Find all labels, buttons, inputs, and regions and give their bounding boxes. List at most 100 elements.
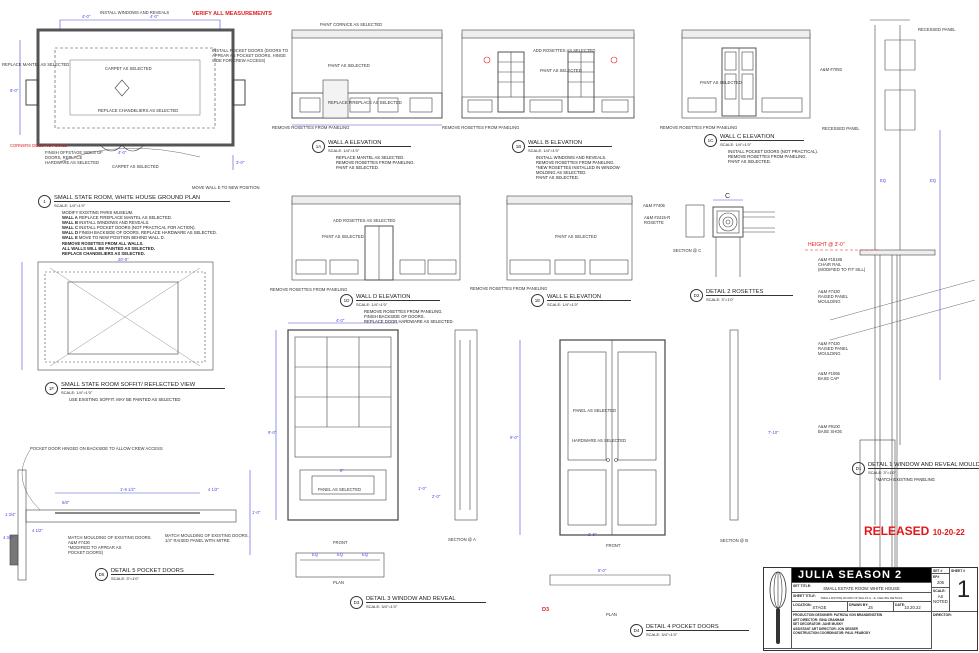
hardware-label: HARDWARE AS SELECTED bbox=[572, 438, 627, 443]
dimension: 1 3/4" bbox=[5, 512, 16, 517]
dimension: 7'-10" bbox=[768, 430, 779, 435]
view-number-badge: 1F bbox=[45, 382, 58, 395]
add-rosettes-label: ADD ROSETTES AS SELECTED bbox=[333, 218, 396, 223]
view-notes: INSTALL POCKET DOORS (NOT PRACTICAL).REM… bbox=[728, 149, 818, 164]
moulding-part-label: A&M #7093 bbox=[820, 67, 842, 72]
view-title: DETAIL 2 ROSETTES bbox=[706, 289, 794, 296]
view-title: WALL A ELEVATION bbox=[328, 140, 412, 147]
episode-value: 206 bbox=[937, 580, 944, 585]
view-title: DETAIL 3 WINDOW AND REVEAL bbox=[366, 596, 486, 603]
view-note: REMOVE ROSETTES FROM PANELING. bbox=[728, 154, 807, 160]
view-scale: SCALE: 3/4"=1'0" bbox=[366, 604, 398, 609]
plan-move-note: MOVE WALL E TO NEW POSITION bbox=[192, 185, 260, 190]
released-label: RELEASED bbox=[864, 524, 930, 538]
pocket-door-detail-drawing bbox=[519, 329, 739, 586]
dimension: 1'-9 1/2" bbox=[120, 487, 136, 492]
height-marker: HEIGHT @ 3'-0" bbox=[808, 242, 845, 248]
view-note: PAINT AS SELECTED. bbox=[336, 165, 379, 171]
view-title: WALL D ELEVATION bbox=[356, 294, 441, 301]
paint-label: PAINT AS SELECTED bbox=[700, 80, 742, 85]
sheet-title-cell: SHEET TITLE:SMALL ESTATE ROOM OF WALLS A… bbox=[792, 593, 932, 602]
view-note: REMOVE ROSETTES FROM ALL WALLS. bbox=[62, 241, 217, 246]
scale-value: AS NOTED bbox=[933, 594, 948, 604]
part-description: CHAIR RAIL bbox=[818, 262, 842, 267]
rosette-detail-drawing bbox=[685, 199, 775, 277]
note-wall: WALL C bbox=[62, 225, 78, 231]
dimension: 4'-0" bbox=[336, 318, 345, 323]
d5-moulding-note: MATCH MOULDING OF EXISTING DOORS.A&M #74… bbox=[68, 535, 152, 555]
dimension: 9'-0" bbox=[510, 435, 519, 440]
section-b-label: SECTION @ B bbox=[720, 538, 748, 543]
date-value: 10.20.22 bbox=[904, 605, 921, 610]
view-title: WALL B ELEVATION bbox=[528, 140, 613, 147]
view-number-badge: D2 bbox=[690, 289, 703, 302]
view-note: WALL A REPLACE FIREPLACE MANTEL AS SELEC… bbox=[62, 215, 217, 220]
detail-marker-d3: D3 bbox=[542, 607, 550, 613]
credit-line: SET DECORATOR: JANE MUSKY bbox=[793, 622, 844, 627]
recessed-panel-label: RECESSED PANEL bbox=[822, 126, 860, 131]
rosette-part-label: A&M #7406 bbox=[643, 203, 665, 208]
view-note: REMOVE ROSETTES FROM PANELING. bbox=[536, 160, 615, 166]
part-number: A&M #9100 bbox=[818, 424, 840, 429]
front-label: FRONT bbox=[333, 540, 348, 545]
part-number: A&M #18185 bbox=[818, 257, 843, 262]
view-scale: SCALE: 1/4"=1'0" bbox=[547, 302, 579, 307]
dimension: 1'-0" bbox=[418, 486, 427, 491]
view-note: *MATCH EXISTING PANELING bbox=[876, 477, 935, 482]
dimension: 2'-6" bbox=[588, 532, 597, 537]
view-scale: SCALE: 1/4"=1'0" bbox=[356, 302, 388, 307]
released-date: 10-20-22 bbox=[932, 528, 965, 537]
dimension: 8" bbox=[340, 468, 344, 473]
plan-top-note: INSTALL WINDOWS AND REVEALS bbox=[100, 10, 170, 15]
dimension: EQ bbox=[337, 552, 344, 557]
view-note: PAINT AS SELECTED. bbox=[536, 175, 579, 181]
section-marker-c: C bbox=[725, 193, 731, 200]
view-title: DETAIL 1 WINDOW AND REVEAL MOULDING bbox=[868, 462, 979, 469]
dimension: 5/8" bbox=[62, 500, 70, 505]
view-note: REPLACE DOOR HARDWARE AS SELECTED. bbox=[364, 319, 454, 325]
view-note: REMOVE ROSETTES FROM PANELING. bbox=[364, 309, 443, 314]
view-title: WALL E ELEVATION bbox=[547, 294, 632, 301]
note-wall: WALL A bbox=[62, 215, 78, 221]
paint-cornice-label: PAINT CORNICE AS SELECTED bbox=[320, 22, 383, 27]
view-number-badge: 1C bbox=[704, 134, 717, 147]
view-number-badge: D4 bbox=[630, 624, 643, 637]
section-a-label: SECTION @ A bbox=[448, 537, 476, 542]
part-number: A&M #1066 bbox=[818, 371, 840, 376]
view-number-badge: 1E bbox=[531, 294, 544, 307]
view-title: DETAIL 4 POCKET DOORS bbox=[646, 624, 749, 631]
dimension: 4 1/2" bbox=[208, 487, 219, 492]
view-notes: USE EXISTING SOFFIT. MAY BE PAINTED AS S… bbox=[69, 397, 180, 402]
note-text: INSTALL WINDOWS AND REVEALS. bbox=[77, 220, 150, 226]
view-note: INSTALL WINDOWS AND REVEALS. bbox=[536, 155, 607, 160]
pocket-door-note: POCKET DOOR HINGED ON BACKSIDE TO ALLOW … bbox=[30, 446, 163, 451]
view-notes: MODIFY EXISTING PARIS MUSEUM.WALL A REPL… bbox=[62, 210, 217, 256]
part-description: RAISED PANEL bbox=[818, 346, 849, 351]
paint-label: PAINT AS SELECTED bbox=[322, 234, 364, 239]
view-notes: REMOVE ROSETTES FROM PANELING.FINISH BAC… bbox=[364, 309, 454, 324]
view-number-badge: 1 bbox=[38, 195, 51, 208]
view-title: WALL C ELEVATION bbox=[720, 134, 805, 141]
part-description: RAISED PANEL bbox=[818, 294, 849, 299]
dimension: 9'-0" bbox=[268, 430, 277, 435]
scale-key: SCALE: bbox=[933, 589, 946, 593]
view-title: DETAIL 5 POCKET DOORS bbox=[111, 568, 214, 575]
drawn-by-key: DRAWN BY: bbox=[849, 603, 869, 607]
view-note: MODIFY EXISTING PARIS MUSEUM. bbox=[62, 210, 217, 215]
wall-d-elevation-drawing bbox=[291, 195, 461, 281]
view-number-badge: D3 bbox=[350, 596, 363, 609]
note-line: MATCH MOULDING OF EXISTING DOORS. bbox=[68, 535, 152, 540]
date-key: DATE: bbox=[895, 603, 906, 607]
dimension: 2'-0" bbox=[432, 494, 441, 499]
dimension: 1'-0" bbox=[252, 510, 261, 515]
wall-a-elevation-drawing bbox=[291, 29, 443, 126]
view-number-badge: 1A bbox=[312, 140, 325, 153]
title-block: JULIA SEASON 2 SET TITLE:SMALL ESTATE RO… bbox=[763, 567, 978, 651]
plan-label: PLAN bbox=[333, 580, 344, 585]
remove-rosettes-label: REMOVE ROSETTES FROM PANELING bbox=[660, 125, 738, 130]
view-notes: INSTALL WINDOWS AND REVEALS.REMOVE ROSET… bbox=[536, 155, 620, 180]
